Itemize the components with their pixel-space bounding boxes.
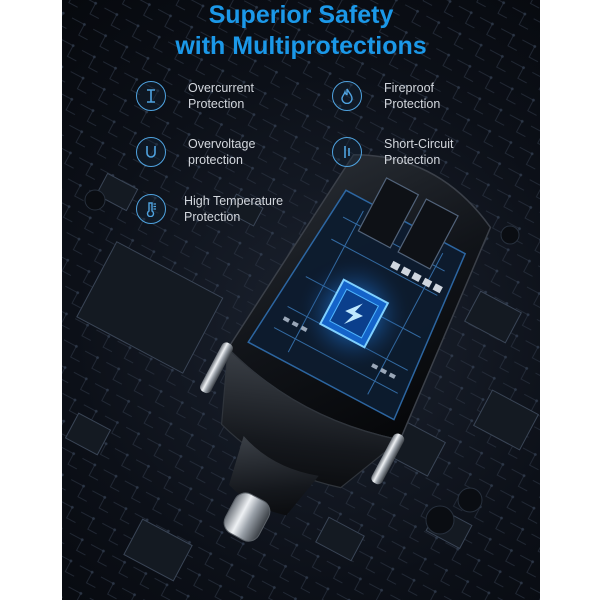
feature-fireproof: Fireproof Protection xyxy=(332,80,440,112)
headline-line-2: with Multiprotections xyxy=(175,32,427,60)
headline: Superior Safety with Multiprotections xyxy=(62,0,540,62)
feature-subtitle: Protection xyxy=(188,97,245,111)
feature-overcurrent: Overcurrent Protection xyxy=(136,80,254,112)
left-margin xyxy=(0,0,62,600)
feature-subtitle: protection xyxy=(188,153,243,167)
feature-title: Short-Circuit xyxy=(384,137,454,151)
feature-label: Short-Circuit Protection xyxy=(384,136,453,168)
feature-title: Overcurrent xyxy=(188,81,254,95)
feature-subtitle: Protection xyxy=(384,153,441,167)
feature-overvoltage: Overvoltage protection xyxy=(136,136,255,168)
headline-line-1: Superior Safety xyxy=(208,1,394,29)
voltage-icon xyxy=(136,137,166,167)
right-margin xyxy=(540,0,600,600)
feature-title: High Temperature xyxy=(184,194,284,208)
feature-label: Overvoltage protection xyxy=(188,136,255,168)
feature-title: Overvoltage xyxy=(188,137,256,151)
feature-label: High Temperature Protection xyxy=(184,193,283,225)
feature-short-circuit: Short-Circuit Protection xyxy=(332,136,453,168)
feature-subtitle: Protection xyxy=(184,210,241,224)
feature-high-temperature: High Temperature Protection xyxy=(136,193,283,225)
feature-label: Overcurrent Protection xyxy=(188,80,254,112)
feature-label: Fireproof Protection xyxy=(384,80,440,112)
current-icon xyxy=(136,81,166,111)
feature-title: Fireproof xyxy=(384,81,435,95)
feature-subtitle: Protection xyxy=(384,97,441,111)
flame-icon xyxy=(332,81,362,111)
thermometer-icon xyxy=(136,194,166,224)
short-circuit-icon xyxy=(332,137,362,167)
